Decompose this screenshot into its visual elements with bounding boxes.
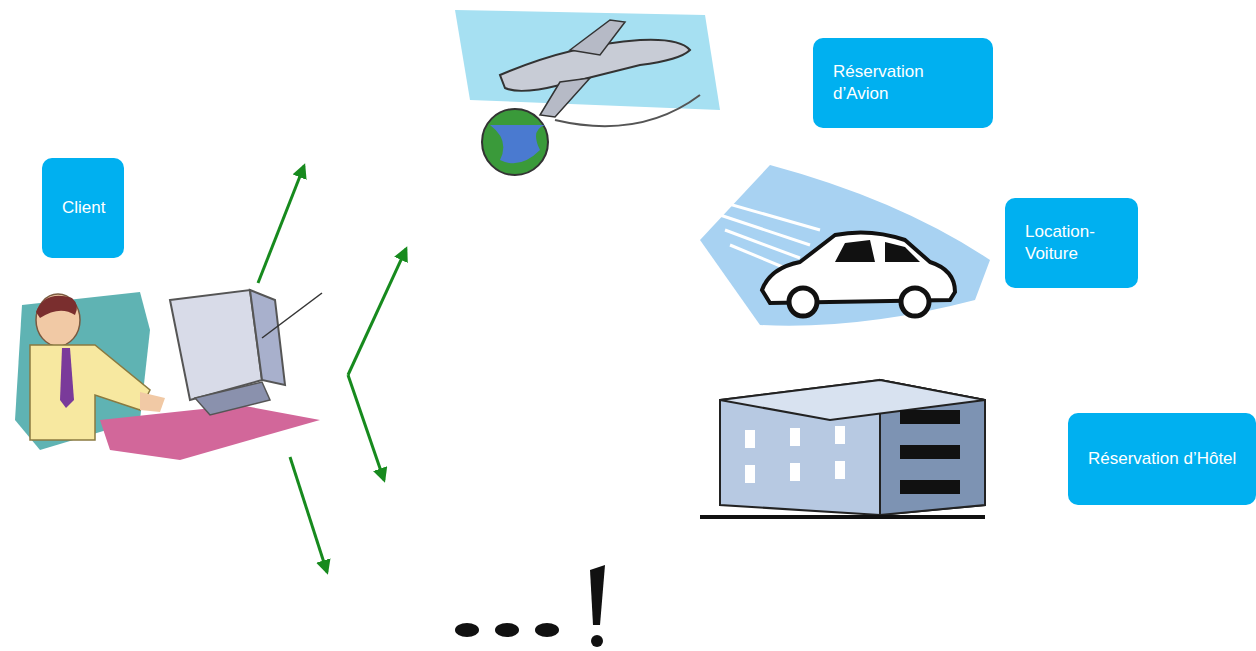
ellipsis-exclamation xyxy=(455,565,605,647)
plane-globe-picture xyxy=(455,10,720,175)
client-at-computer xyxy=(15,290,322,460)
car-picture xyxy=(700,165,990,326)
hotel-picture xyxy=(700,380,985,517)
label-box: Réservation d’Hôtel xyxy=(1068,413,1256,505)
label-box: Client xyxy=(42,158,124,258)
green-arrows xyxy=(258,166,406,572)
box-label: Location- Voiture xyxy=(1025,221,1124,265)
box-label: Réservation d’Hôtel xyxy=(1088,448,1242,470)
label-box: Location- Voiture xyxy=(1005,198,1138,288)
box-label: Client xyxy=(62,197,110,219)
box-label: Réservation d’Avion xyxy=(833,61,979,105)
label-box: Réservation d’Avion xyxy=(813,38,993,128)
